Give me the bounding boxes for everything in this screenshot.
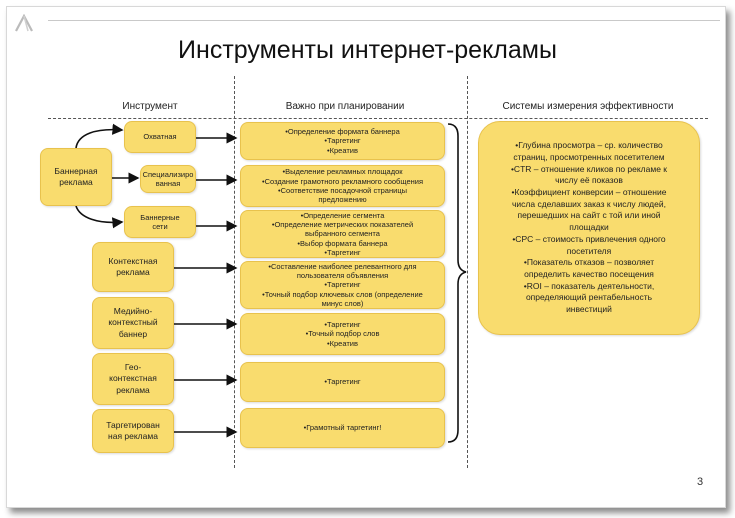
tool-contextual-ads: Контекстная реклама [92,242,174,292]
column-header-tool: Инструмент [122,101,178,112]
column-header-metrics: Системы измерения эффективности [502,101,674,112]
metrics-panel: •Глубина просмотра – ср. количество стра… [478,121,700,335]
arrow-banner-to-networks [75,205,124,229]
tool-targeted-ads: Таргетирован ная реклама [92,409,174,453]
banner-subtype-specialized: Специализиро ванная [140,165,196,193]
top-divider [48,20,720,21]
tool-banner-ads: Баннерная реклама [40,148,112,206]
slide-title: Инструменты интернет-рекламы [178,36,557,64]
column-divider-2 [467,76,468,468]
planning-item-geo: •Таргетинг [240,362,445,402]
tool-media-contextual-banner: Медийно- контекстный баннер [92,297,174,349]
grouping-brace [447,123,467,443]
planning-item-networks: •Определение сегмента •Определение метри… [240,210,445,258]
banner-subtype-networks: Баннерные сети [124,206,196,238]
planning-item-media: •Таргетинг •Точный подбор слов •Креатив [240,313,445,355]
planning-item-contextual: •Составление наиболее релевантного для п… [240,261,445,309]
planning-item-reach: •Определение формата баннера •Таргетинг … [240,122,445,160]
planning-item-specialized: •Выделение рекламных площадок •Создание … [240,165,445,207]
header-divider [48,118,708,119]
logo-icon [15,14,33,32]
arrow-banner-to-reach [75,123,124,149]
column-header-planning: Важно при планировании [285,101,405,112]
banner-subtype-reach: Охватная [124,121,196,153]
planning-item-targeted: •Грамотный таргетинг! [240,408,445,448]
tool-geo-contextual-ads: Гео- контекстная реклама [92,353,174,405]
page-number: 3 [697,476,704,488]
